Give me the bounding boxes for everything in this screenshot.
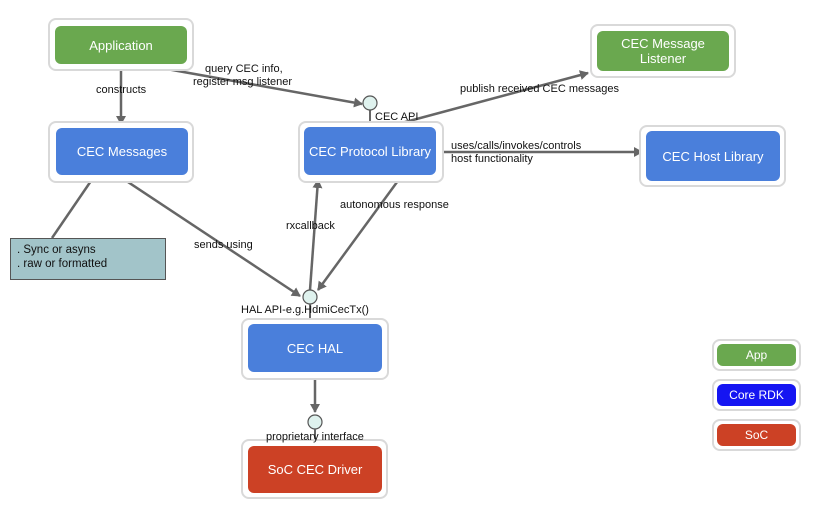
edge-query (149, 64, 363, 108)
label-sends-using: sends using (194, 239, 253, 251)
label-constructs: constructs (96, 84, 147, 96)
edge-note (50, 177, 95, 239)
note-line-1: . Sync or asyns (17, 244, 96, 256)
note-line-2: . raw or formatted (17, 258, 108, 270)
cec-api-interface (362, 95, 378, 111)
legend-core-rdk: Core RDK (717, 384, 796, 406)
cec-protocol-library-node: CEC Protocol Library (304, 127, 436, 175)
cec-host-library-node: CEC Host Library (646, 131, 780, 181)
label-proprietary: proprietary interface (266, 431, 364, 443)
note-box: . Sync or asyns . raw or formatted (10, 238, 166, 280)
legend-soc: SoC (717, 424, 796, 446)
soc-cec-driver-node: SoC CEC Driver (248, 446, 382, 493)
label-query-1: query CEC info, (205, 63, 283, 75)
cec-hal-node: CEC HAL (248, 324, 382, 372)
edge-publish (397, 70, 589, 126)
label-publish: publish received CEC messages (460, 83, 619, 95)
edge-rxcallback (308, 179, 323, 291)
label-uses-2: host functionality (451, 153, 533, 165)
label-rxcallback: rxcallback (286, 220, 335, 232)
hal-api-interface (302, 289, 318, 305)
label-cec-api: CEC API (375, 111, 419, 123)
cec-messages-node: CEC Messages (56, 128, 188, 175)
label-query-2: register msg listener (193, 76, 293, 88)
proprietary-interface (307, 414, 323, 430)
label-uses-1: uses/calls/invokes/controls (451, 140, 582, 152)
edge-sends-using (121, 176, 301, 298)
legend-app: App (717, 344, 796, 366)
cec-message-listener-node: CEC Message Listener (597, 31, 729, 71)
application-node: Application (55, 26, 187, 64)
label-hal-api: HAL API-e.g.HdmiCecTx() (241, 304, 369, 316)
edge-autonomous (316, 177, 402, 291)
label-autonomous: autonomous response (340, 199, 449, 211)
